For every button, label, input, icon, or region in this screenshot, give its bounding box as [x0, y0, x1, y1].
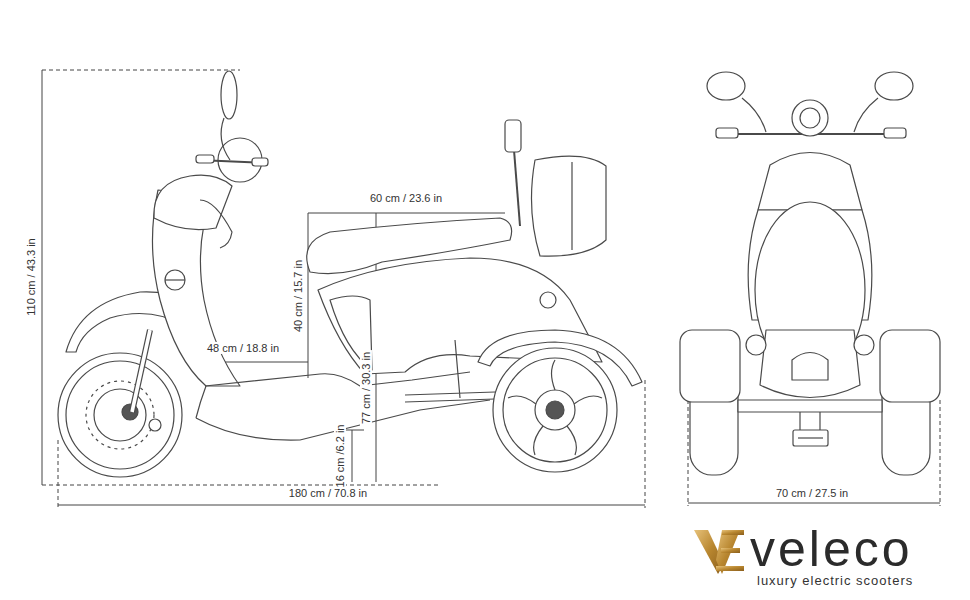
brand-tagline: luxury electric scooters	[757, 574, 913, 588]
dimension-lines-part	[352, 430, 353, 482]
dimension-lines	[42, 70, 940, 508]
dimension-lines-part	[688, 400, 689, 506]
dimension-lines-part	[940, 400, 941, 506]
logo-mark	[694, 530, 744, 574]
side-view-part	[205, 372, 470, 386]
side-view-part	[149, 419, 161, 431]
dimension-lines-part	[308, 213, 505, 214]
side-view-part	[200, 200, 232, 248]
floor-length-dimension: 48 cm / 18.8 in	[205, 342, 281, 354]
side-view-part	[132, 330, 150, 412]
front-view-part	[798, 437, 823, 438]
front-view-part	[819, 412, 820, 430]
front-view	[680, 72, 940, 475]
side-view-part	[196, 155, 214, 163]
front-view-part	[738, 400, 882, 412]
front-view-part	[746, 335, 766, 355]
seat-ground-dimension: 77 cm / 30.3 in	[360, 350, 372, 426]
side-view-part	[535, 390, 575, 430]
side-view-part	[221, 71, 237, 119]
dimension-lines-part	[42, 70, 43, 485]
side-view-part	[252, 158, 268, 166]
front-view-part	[792, 353, 828, 381]
front-view-part	[799, 412, 800, 430]
front-view-part	[880, 330, 940, 402]
front-view-part	[854, 335, 874, 355]
side-view-part	[132, 330, 150, 412]
dimension-lines-part	[42, 485, 440, 486]
front-view-part	[758, 153, 862, 211]
front-view-part	[707, 72, 745, 100]
dimension-lines-part	[42, 70, 240, 71]
side-view-part	[531, 156, 606, 256]
brand-name: veleco	[750, 522, 913, 577]
side-view-part	[196, 386, 206, 418]
side-view-part	[571, 162, 572, 250]
front-view-part	[793, 430, 828, 446]
seat-length-dimension: 60 cm / 23.6 in	[368, 192, 444, 204]
side-view-part	[546, 401, 564, 419]
side-view-part	[493, 348, 617, 472]
length-dimension: 180 cm / 70.8 in	[287, 487, 369, 499]
side-view-part	[165, 279, 185, 280]
side-view-part	[514, 150, 520, 226]
front-view-part	[884, 128, 906, 138]
side-view-part	[58, 353, 182, 477]
logo-mark-part	[722, 530, 744, 535]
side-view-part	[307, 218, 512, 274]
front-view-part	[875, 72, 913, 100]
dimension-lines-part	[58, 440, 59, 508]
side-view-part	[66, 361, 174, 469]
side-view	[58, 71, 642, 477]
seat-height-dimension: 40 cm / 15.7 in	[292, 258, 304, 334]
front-view-part	[716, 128, 738, 138]
width-dimension: 70 cm / 27.5 in	[774, 487, 850, 499]
side-view-part	[86, 381, 154, 449]
side-view-part	[508, 360, 602, 455]
side-view-part	[154, 175, 232, 230]
logo-mark-part	[716, 566, 744, 571]
front-view-part	[792, 100, 828, 136]
dimension-lines-part	[58, 505, 645, 506]
side-view-part	[505, 120, 521, 152]
front-view-part	[800, 108, 820, 128]
front-view-part	[760, 330, 860, 398]
side-view-part	[221, 118, 230, 160]
side-view-part	[165, 270, 185, 290]
dimension-lines-part	[645, 380, 646, 508]
side-view-part	[503, 358, 607, 462]
dimension-lines-part	[308, 213, 309, 378]
side-view-part	[540, 292, 556, 308]
logo-mark-part	[721, 548, 740, 553]
front-view-part	[680, 330, 740, 402]
side-view-part	[405, 340, 495, 402]
ground-clearance-dimension: 16 cm /6.2 in	[334, 423, 346, 490]
dimension-lines-part	[688, 503, 940, 504]
height-dimension: 110 cm / 43.3 in	[25, 236, 37, 317]
